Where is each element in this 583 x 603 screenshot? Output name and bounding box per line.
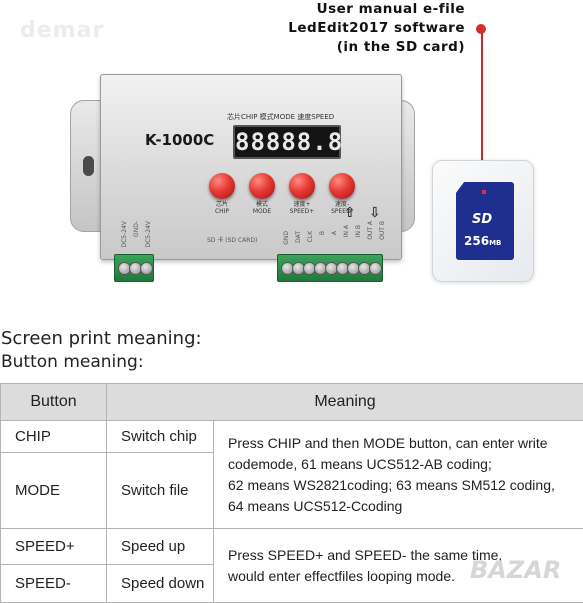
speed-up-button-caption: 速度+ SPEED+ [285, 201, 319, 215]
button-caption-cn: 速度+ [285, 201, 319, 208]
port-label: A [331, 231, 338, 235]
table-row: CHIP Switch chip Press CHIP and then MOD… [1, 421, 583, 453]
port-label: IN B [355, 225, 362, 237]
callout-line-2: LedEdit2017 software [255, 19, 465, 38]
function-cell: Speed up [107, 529, 214, 565]
watermark-logo: BAZAR [470, 556, 561, 584]
lcd-header-label: 芯片CHIP 模式MODE 速度SPEED [227, 112, 334, 122]
chip-button-caption: 芯片 CHIP [205, 201, 239, 215]
sd-logo-icon: SD [472, 212, 492, 227]
callout-pointer-dot [476, 24, 486, 34]
port-label: OUT A [367, 221, 374, 240]
device-model-label: K-1000C [145, 131, 214, 149]
sd-card-callout: User manual e-file LedEdit2017 software … [255, 0, 465, 57]
port-label: GND [283, 231, 290, 245]
meaning-line: 64 means UCS512-Ccoding [228, 496, 577, 517]
button-caption-en: SPEED+ [285, 208, 319, 215]
function-cell: Switch chip [107, 421, 214, 453]
port-label: CLK [307, 231, 314, 242]
meaning-line: codemode, 61 means UCS512-AB coding; [228, 454, 577, 475]
power-label: DC5-24V [145, 221, 152, 248]
meaning-line: Press CHIP and then MODE button, can ent… [228, 433, 577, 454]
function-cell: Switch file [107, 453, 214, 529]
sd-card: SD 256MB [456, 182, 514, 260]
power-label: DC5-24V [121, 221, 128, 248]
arrow-up-icon: ⇧ [344, 205, 356, 221]
sd-capacity: 256MB [464, 234, 501, 248]
button-cell: SPEED- [1, 565, 107, 603]
column-header-meaning: Meaning [107, 384, 583, 421]
button-cell: SPEED+ [1, 529, 107, 565]
meaning-line: 62 means WS2821coding; 63 means SM512 co… [228, 475, 577, 496]
callout-line-1: User manual e-file [255, 0, 465, 19]
port-label: IN A [343, 225, 350, 237]
button-caption-cn: 芯片 [205, 201, 239, 208]
sd-slot-label: SD 卡 (SD CARD) [207, 235, 257, 244]
terminal-screw [140, 262, 153, 275]
watermark-logo: demar [20, 18, 104, 43]
screen-print-heading: Screen print meaning: [1, 328, 202, 349]
sd-card-marker [482, 190, 486, 194]
table-header-row: Button Meaning [1, 384, 583, 421]
chip-button-photo [209, 173, 235, 199]
lcd-display: 88888.8 [233, 125, 341, 159]
mode-button-photo [249, 173, 275, 199]
button-cell: CHIP [1, 421, 107, 453]
terminal-screw [369, 262, 382, 275]
arrow-down-icon: ⇩ [369, 205, 381, 221]
signal-terminal-block [277, 254, 383, 282]
function-cell: Speed down [107, 565, 214, 603]
callout-line-3: (in the SD card) [255, 38, 465, 57]
port-label: OUT B [379, 221, 386, 240]
speed-up-button-photo [289, 173, 315, 199]
led-controller-device: K-1000C 芯片CHIP 模式MODE 速度SPEED 88888.8 芯片… [70, 74, 415, 260]
meaning-cell: Press CHIP and then MODE button, can ent… [214, 421, 583, 529]
column-header-button: Button [1, 384, 107, 421]
button-caption-cn: 模式 [245, 201, 279, 208]
mode-button-caption: 模式 MODE [245, 201, 279, 215]
sd-capacity-value: 256 [464, 234, 489, 248]
power-terminal-block [114, 254, 154, 282]
port-label: DAT [295, 231, 302, 243]
device-body: K-1000C 芯片CHIP 模式MODE 速度SPEED 88888.8 芯片… [100, 74, 402, 260]
mounting-hole [83, 156, 94, 176]
sd-capacity-unit: MB [489, 239, 501, 247]
button-meaning-heading: Button meaning: [1, 352, 144, 372]
button-caption-en: CHIP [205, 208, 239, 215]
port-label: B [319, 231, 326, 235]
button-caption-en: MODE [245, 208, 279, 215]
speed-down-button-photo [329, 173, 355, 199]
power-label: GND- [133, 221, 140, 237]
button-cell: MODE [1, 453, 107, 529]
